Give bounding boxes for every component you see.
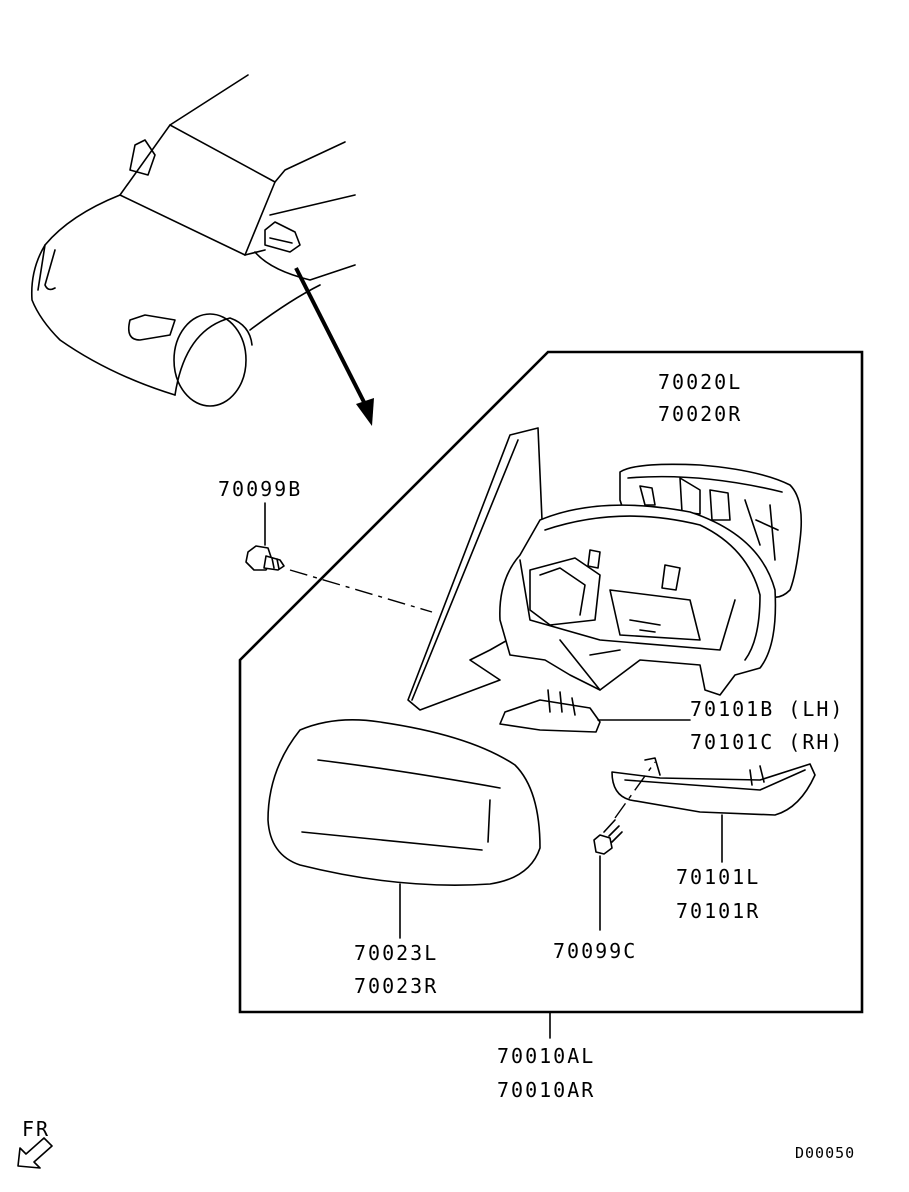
assembly-label-r: 70010AR xyxy=(497,1078,595,1102)
screw-top-label: 70099B xyxy=(218,477,302,501)
screw-top xyxy=(245,502,433,613)
garnish-label-r: 70101R xyxy=(676,899,760,923)
assembly-label-l: 70010AL xyxy=(497,1044,595,1068)
direction-marker: FR xyxy=(17,1117,53,1169)
bracket-label-lh: 70101B (LH) xyxy=(690,697,844,721)
direction-label: FR xyxy=(22,1117,50,1141)
screw-bottom xyxy=(593,761,656,931)
glass-label-l: 70020L xyxy=(658,370,742,394)
vehicle-sketch xyxy=(30,74,356,407)
cover-label-l: 70023L xyxy=(354,941,438,965)
garnish-label-l: 70101L xyxy=(676,865,760,889)
diagram-code: D00050 xyxy=(795,1144,855,1162)
garnish xyxy=(611,757,816,863)
screw-bottom-label: 70099C xyxy=(553,939,637,963)
mirror-base xyxy=(407,427,543,711)
assembly-frame xyxy=(238,350,864,1014)
cover-label-r: 70023R xyxy=(354,974,438,998)
arrow-down-left-icon xyxy=(17,1137,53,1169)
pointer-arrow xyxy=(294,267,374,426)
mirror-cover xyxy=(267,718,541,939)
bracket-label-rh: 70101C (RH) xyxy=(690,730,844,754)
bracket xyxy=(499,689,691,733)
mirror-housing xyxy=(499,504,777,696)
glass-label-r: 70020R xyxy=(658,402,742,426)
